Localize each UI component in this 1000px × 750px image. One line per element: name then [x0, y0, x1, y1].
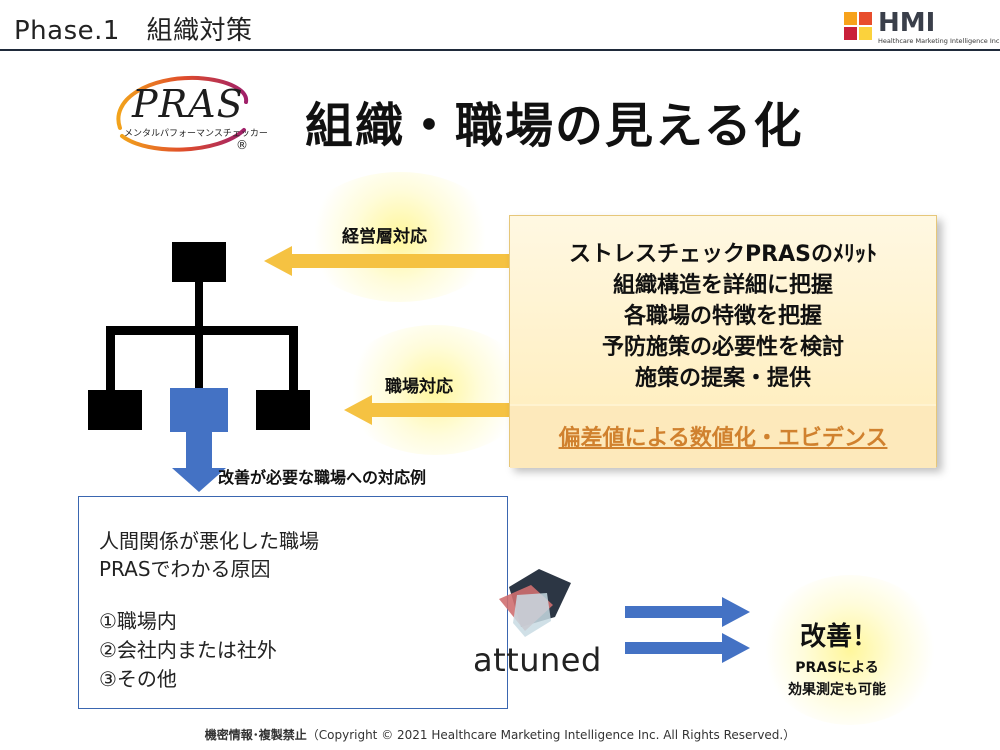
org-connector-right [289, 330, 298, 390]
arrow-left-workplace-icon [344, 395, 510, 425]
cause-box: 人間関係が悪化した職場 PRASでわかる原因 ①職場内 ②会社内または社外 ③そ… [78, 496, 508, 709]
org-center-node [170, 388, 228, 432]
cause-item: ①職場内 [99, 609, 177, 633]
footer-copyright-text: （Copyright © 2021 Healthcare Marketing I… [306, 728, 796, 742]
pras-logo-swoosh-icon [116, 75, 249, 152]
attuned-logo: attuned [465, 565, 605, 685]
pras-logo: PRAS メンタルパフォーマンスチェッカー ® [108, 70, 268, 158]
glow-management [300, 172, 500, 302]
main-title: 組織・職場の見える化 [305, 98, 804, 154]
result-sub-line-2: 効果測定も可能 [788, 682, 886, 698]
result-title: 改善！ [800, 622, 879, 652]
hmi-logo-subtitle: Healthcare Marketing Intelligence Inc. [878, 37, 1000, 45]
label-improvement-example: 改善が必要な職場への対応例 [218, 468, 427, 487]
merit-item: 施策の提案・提供 [634, 366, 811, 391]
page-header-title: Phase.1 組織対策 [14, 16, 253, 46]
cause-line-2: PRASでわかる原因 [99, 557, 271, 581]
arrow-right-3-icon [625, 597, 750, 627]
footer-confidential: 機密情報･複製禁止 [204, 728, 307, 742]
header-divider [0, 49, 1000, 51]
label-management: 経営層対応 [342, 227, 427, 247]
registered-mark: ® [236, 138, 248, 152]
header-bar: Phase.1 組織対策 HMI Healthcare Marketing In… [0, 0, 1000, 52]
merit-heading: ストレスチェックPRASのﾒﾘｯﾄ [569, 242, 877, 267]
merit-item: 各職場の特徴を把握 [623, 304, 822, 329]
hmi-logo-name: HMI [878, 8, 936, 38]
merit-item: 予防施策の必要性を検討 [601, 335, 844, 360]
cause-item: ②会社内または社外 [99, 638, 277, 662]
glow-workplace [340, 325, 530, 455]
down-arrow-icon [172, 432, 226, 492]
pras-logo-word: PRAS [132, 82, 244, 126]
footer-copyright: 機密情報･複製禁止（Copyright © 2021 Healthcare Ma… [0, 726, 1000, 743]
org-connector-center [195, 330, 203, 390]
pras-merit-box: ストレスチェックPRASのﾒﾘｯﾄ 組織構造を詳細に把握 各職場の特徴を把握 予… [509, 215, 937, 468]
evidence-text: 偏差値による数値化・エビデンス [558, 426, 888, 451]
org-connector-vertical-top [195, 282, 203, 330]
arrow-right-4-icon [625, 633, 750, 663]
cause-line-1: 人間関係が悪化した職場 [99, 529, 319, 553]
org-top-node [172, 242, 226, 282]
org-left-node [88, 390, 142, 430]
result-sub-line-1: PRASによる [795, 660, 879, 676]
cause-item: ③その他 [99, 667, 177, 691]
org-connector-left [106, 330, 115, 390]
hmi-logo: HMI Healthcare Marketing Intelligence In… [842, 8, 1000, 45]
arrow-left-management-icon [264, 246, 510, 276]
merit-item: 組織構造を詳細に把握 [612, 273, 833, 298]
pras-logo-kana: メンタルパフォーマンスチェッカー [124, 129, 268, 139]
org-right-node [256, 390, 310, 430]
attuned-logo-word: attuned [473, 641, 602, 679]
org-chart [88, 242, 310, 432]
hmi-logo-icon [844, 12, 872, 40]
attuned-logo-icon [499, 569, 571, 637]
result-subtitle: PRASによる 効果測定も可能 [782, 657, 892, 701]
glow-result [760, 575, 940, 725]
label-workplace: 職場対応 [385, 377, 453, 397]
